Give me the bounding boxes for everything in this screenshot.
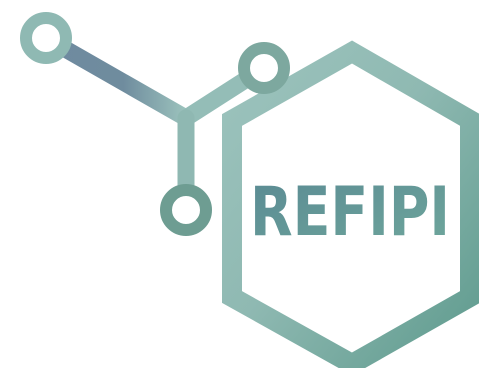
hexagon-frame — [222, 40, 479, 368]
atom-node-bottom — [160, 184, 212, 236]
atom-node-top-left — [20, 12, 72, 64]
bond-line-left — [37, 29, 195, 127]
wordmark: REFIPI — [250, 173, 450, 252]
atom-node-top-right — [238, 42, 290, 94]
